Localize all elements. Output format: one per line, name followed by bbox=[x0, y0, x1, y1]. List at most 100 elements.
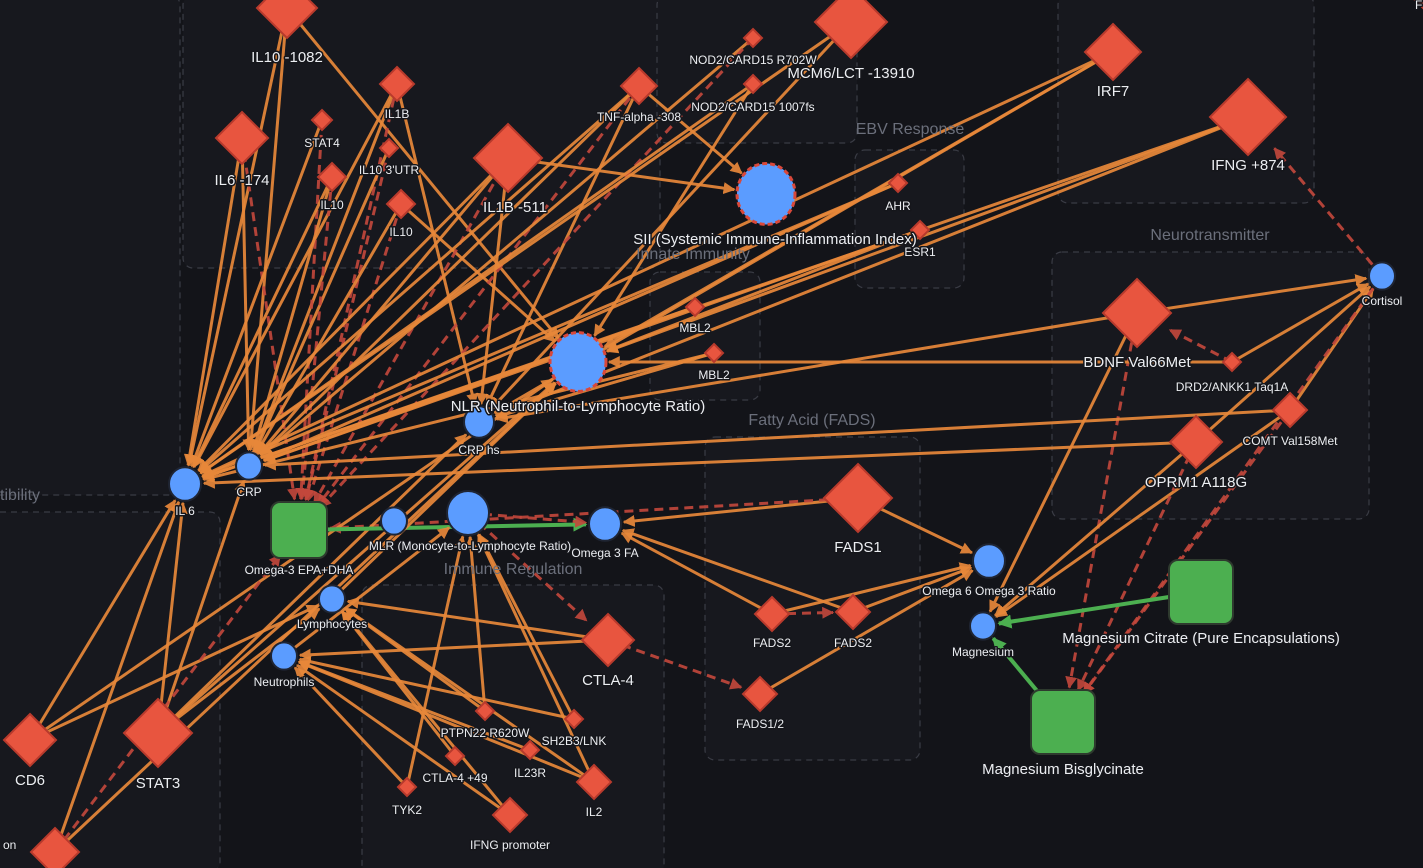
node-mgcit[interactable] bbox=[1168, 559, 1234, 625]
node-tr[interactable] bbox=[1413, 0, 1423, 15]
node-mbl2b[interactable] bbox=[703, 342, 725, 364]
gene-diamond[interactable] bbox=[472, 122, 544, 194]
node-lymph[interactable] bbox=[318, 584, 346, 614]
node-nod2b[interactable] bbox=[742, 73, 764, 95]
node-ifngp[interactable] bbox=[491, 796, 529, 834]
gene-diamond[interactable] bbox=[703, 342, 725, 364]
gene-diamond[interactable] bbox=[834, 593, 872, 631]
node-sh2b3[interactable] bbox=[563, 708, 585, 730]
node-nlr[interactable] bbox=[548, 331, 608, 393]
biomarker-circle[interactable] bbox=[446, 489, 490, 537]
gene-diamond[interactable] bbox=[2, 712, 58, 768]
gene-diamond[interactable] bbox=[887, 172, 909, 194]
node-omega3fa[interactable] bbox=[588, 506, 622, 542]
node-il1b511[interactable] bbox=[472, 122, 544, 194]
biomarker-circle[interactable] bbox=[463, 405, 495, 439]
biomarker-circle[interactable] bbox=[588, 506, 622, 542]
gene-diamond[interactable] bbox=[753, 595, 791, 633]
node-mbl2a[interactable] bbox=[684, 296, 706, 318]
node-mg[interactable] bbox=[969, 611, 997, 641]
biomarker-circle[interactable] bbox=[318, 584, 346, 614]
gene-diamond[interactable] bbox=[822, 462, 894, 534]
gene-diamond[interactable] bbox=[1083, 22, 1143, 82]
node-il10_1082[interactable] bbox=[255, 0, 319, 40]
gene-diamond[interactable] bbox=[385, 188, 417, 220]
node-mlr_s[interactable] bbox=[380, 506, 408, 536]
gene-diamond[interactable] bbox=[1101, 277, 1173, 349]
gene-diamond[interactable] bbox=[742, 27, 764, 49]
node-tnf[interactable] bbox=[619, 66, 659, 106]
node-nod2a[interactable] bbox=[742, 27, 764, 49]
node-ahr[interactable] bbox=[887, 172, 909, 194]
supplement-square[interactable] bbox=[1168, 559, 1234, 625]
biomarker-circle[interactable] bbox=[735, 162, 797, 226]
node-mgbis[interactable] bbox=[1030, 689, 1096, 755]
biomarker-circle[interactable] bbox=[235, 451, 263, 481]
gene-diamond[interactable] bbox=[214, 110, 270, 166]
node-bl[interactable] bbox=[29, 826, 81, 868]
biomarker-circle[interactable] bbox=[1368, 261, 1396, 291]
gene-diamond[interactable] bbox=[316, 161, 348, 193]
supplement-square[interactable] bbox=[1030, 689, 1096, 755]
node-il23r[interactable] bbox=[519, 739, 541, 761]
gene-diamond[interactable] bbox=[563, 708, 585, 730]
node-ctla449[interactable] bbox=[444, 745, 466, 767]
node-ctla4[interactable] bbox=[580, 612, 636, 668]
gene-diamond[interactable] bbox=[1271, 391, 1309, 429]
node-fads2a[interactable] bbox=[753, 595, 791, 633]
gene-diamond[interactable] bbox=[813, 0, 889, 60]
gene-diamond[interactable] bbox=[444, 745, 466, 767]
gene-diamond[interactable] bbox=[684, 296, 706, 318]
gene-diamond[interactable] bbox=[1413, 0, 1423, 15]
gene-diamond[interactable] bbox=[1168, 414, 1224, 470]
biomarker-circle[interactable] bbox=[972, 543, 1006, 579]
node-stat3[interactable] bbox=[122, 697, 194, 769]
gene-diamond[interactable] bbox=[1208, 77, 1288, 157]
node-irf7[interactable] bbox=[1083, 22, 1143, 82]
node-omega3sup[interactable] bbox=[270, 501, 328, 559]
gene-diamond[interactable] bbox=[741, 675, 779, 713]
node-o6o3[interactable] bbox=[972, 543, 1006, 579]
gene-diamond[interactable] bbox=[378, 65, 416, 103]
gene-diamond[interactable] bbox=[580, 612, 636, 668]
node-il6_174[interactable] bbox=[214, 110, 270, 166]
node-esr1[interactable] bbox=[909, 219, 931, 241]
biomarker-circle[interactable] bbox=[270, 641, 298, 671]
node-crphs[interactable] bbox=[463, 405, 495, 439]
gene-diamond[interactable] bbox=[491, 796, 529, 834]
node-mlr[interactable] bbox=[446, 489, 490, 537]
node-sii[interactable] bbox=[735, 162, 797, 226]
node-il1b[interactable] bbox=[378, 65, 416, 103]
biomarker-circle[interactable] bbox=[380, 506, 408, 536]
node-fads1[interactable] bbox=[822, 462, 894, 534]
gene-diamond[interactable] bbox=[255, 0, 319, 40]
gene-diamond[interactable] bbox=[742, 73, 764, 95]
node-mcm6[interactable] bbox=[813, 0, 889, 60]
gene-diamond[interactable] bbox=[378, 137, 400, 159]
biomarker-circle[interactable] bbox=[548, 331, 608, 393]
node-stat4[interactable] bbox=[310, 108, 334, 132]
node-il10a[interactable] bbox=[316, 161, 348, 193]
gene-diamond[interactable] bbox=[909, 219, 931, 241]
gene-diamond[interactable] bbox=[619, 66, 659, 106]
gene-diamond[interactable] bbox=[519, 739, 541, 761]
gene-diamond[interactable] bbox=[396, 776, 418, 798]
node-fads2b[interactable] bbox=[834, 593, 872, 631]
node-ptpn22[interactable] bbox=[474, 700, 496, 722]
gene-diamond[interactable] bbox=[474, 700, 496, 722]
node-tyk2[interactable] bbox=[396, 776, 418, 798]
biomarker-circle[interactable] bbox=[969, 611, 997, 641]
node-comt[interactable] bbox=[1271, 391, 1309, 429]
node-neut[interactable] bbox=[270, 641, 298, 671]
node-cortisol[interactable] bbox=[1368, 261, 1396, 291]
node-oprm1[interactable] bbox=[1168, 414, 1224, 470]
node-bdnf[interactable] bbox=[1101, 277, 1173, 349]
supplement-square[interactable] bbox=[270, 501, 328, 559]
gene-diamond[interactable] bbox=[29, 826, 81, 868]
node-il10b[interactable] bbox=[385, 188, 417, 220]
node-il6c[interactable] bbox=[168, 466, 202, 502]
node-crp[interactable] bbox=[235, 451, 263, 481]
biomarker-circle[interactable] bbox=[168, 466, 202, 502]
gene-diamond[interactable] bbox=[575, 763, 613, 801]
